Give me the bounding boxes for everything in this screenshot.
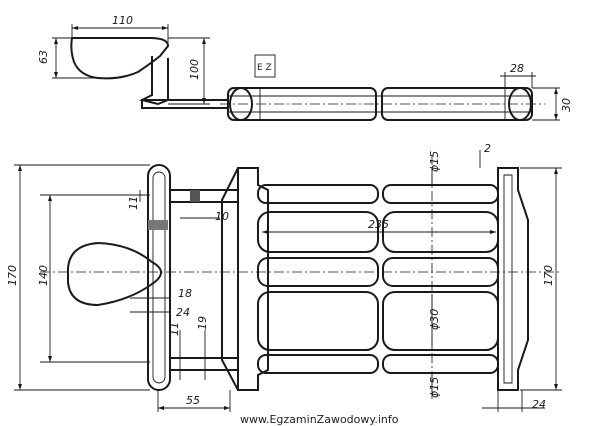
hatch-mid [148,220,168,230]
dim-235-label: 235 [368,218,389,231]
dim-30-label: 30 [560,98,573,112]
knob-profile [70,37,170,80]
dim-11-top-label: 11 [127,196,140,210]
dim-28-label: 28 [510,62,524,75]
side-view: 110 63 100 28 30 E Z [37,14,573,121]
dim-24-right-label: 24 [532,398,546,411]
rod-1-left [257,184,379,204]
teardrop-knob [67,241,162,307]
left-handle-bar [147,164,171,391]
dim-24-left-label: 24 [176,306,190,319]
dim-10-label: 10 [215,210,229,223]
dim-phi30-label: ϕ30 [428,309,441,330]
dim-100-label: 100 [188,59,201,80]
logo-box [254,54,276,78]
dim-55-label: 55 [186,394,200,407]
rod-4-right [382,291,499,351]
dim-110-label: 110 [112,14,133,27]
dim-140-label: 140 [37,265,50,286]
hatch-top [190,190,200,202]
rod-4-left [257,291,379,351]
dim-170-right-label: 170 [542,265,555,286]
dim-170-left-label: 170 [6,265,19,286]
dim-11-bottom-label: 11 [168,322,181,336]
dim-18-label: 18 [178,287,192,300]
stem [139,56,169,106]
right-crossmember [497,167,529,391]
rod-1-right [382,184,499,204]
watermark-text: www.EgzaminZawodowy.info [240,413,399,426]
rod-5-left [257,354,379,374]
left-crossmember [237,167,269,391]
dim-phi15-bottom-label: ϕ15 [428,377,441,398]
dim-19-label: 19 [196,316,209,330]
plan-view: 170 140 11 10 ϕ15 2 235 170 18 [6,142,562,412]
logo-mark: E Z [257,63,272,73]
rod-5-right [382,354,499,374]
dim-63-label: 63 [37,50,50,64]
dim-phi15-top-label: ϕ15 [428,151,441,172]
dim-2-label: 2 [484,142,491,155]
